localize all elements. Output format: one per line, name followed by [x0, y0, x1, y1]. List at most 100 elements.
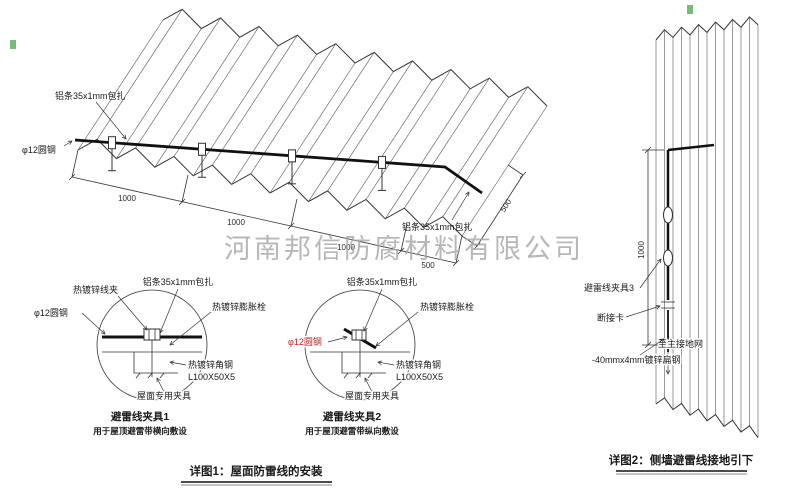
- extension-line: [461, 235, 478, 247]
- wire-top-run: [667, 143, 715, 152]
- strip-label: 铝条35x1mm包扎: [143, 276, 214, 287]
- fixture-label: 屋面专用夹具: [137, 390, 191, 401]
- roof-ridge-line: [192, 45, 279, 176]
- wall-top-edge: [655, 16, 759, 41]
- dim-tick: [452, 259, 460, 267]
- roof-wire-clamps: [108, 136, 386, 191]
- dim-tick: [519, 171, 527, 179]
- bolt-label: 热镀锌膨胀栓: [420, 301, 474, 312]
- hatch-line: [367, 372, 373, 379]
- leader-line: [157, 378, 165, 393]
- extension-line: [455, 235, 463, 264]
- roof-ridge-line: [461, 105, 548, 237]
- roof-dimension-chain: 1000 1000 1000 500: [68, 149, 463, 270]
- extension-line: [181, 174, 189, 203]
- dim-text: 1000: [337, 243, 355, 252]
- dim-tick: [644, 146, 652, 154]
- wall-labels: 避雷线夹具3 断接卡 至主接地网 -40mmx4mm镀锌扁钢: [583, 259, 705, 367]
- dimension-line: [476, 174, 524, 247]
- strip-label: 铝条35x1mm包扎: [347, 276, 418, 287]
- roof-labels: 铝条35x1mm包扎 φ12圆钢 铝条35x1mm包扎: [22, 90, 473, 232]
- strip-label: 铝条35x1mm包扎: [402, 221, 473, 232]
- leader-line: [81, 312, 105, 334]
- detail-circle: [96, 289, 208, 401]
- angle-size-label: L100X50X5: [188, 372, 235, 382]
- wire-clamp: [288, 149, 296, 163]
- caption-detail2: 详图2：侧墙避雷线接地引下: [609, 453, 754, 475]
- dim-text: 1000: [227, 218, 245, 227]
- flat-steel-label: -40mmx4mm镀锌扁钢: [592, 354, 681, 365]
- detail2-caption: 详图2：侧墙避雷线接地引下: [609, 453, 754, 467]
- clamp2-title: 避雷线夹具2: [322, 410, 381, 423]
- leader-line: [625, 306, 660, 318]
- wire-clamp: [378, 155, 386, 169]
- roof-ridge-line: [135, 17, 221, 149]
- dim-tick: [473, 242, 481, 250]
- roof-ridge-line: [365, 69, 452, 200]
- wire-clip-label: 热镀锌线夹: [73, 284, 118, 295]
- to-ground-label: 至主接地网: [658, 338, 703, 349]
- wall-dimension: 1000: [636, 146, 664, 349]
- extension-line: [400, 223, 408, 252]
- roof-ridge-line: [269, 62, 356, 194]
- hatch-line: [135, 372, 141, 379]
- leader-line: [95, 101, 126, 139]
- leader-line: [639, 259, 661, 289]
- leader-line: [117, 295, 147, 330]
- detail2-wall-view: 1000 避雷线夹具3 断接卡 至主接地网 -40mmx4mm镀锌扁钢: [583, 16, 759, 438]
- leader-line: [63, 141, 72, 147]
- hatch-line: [147, 372, 153, 379]
- leader-line: [364, 288, 383, 331]
- dim-text: 500: [421, 261, 435, 270]
- wall-clamp: [663, 206, 673, 224]
- wire-clip: [143, 328, 161, 341]
- hatch-line: [159, 372, 165, 379]
- angle-steel: [133, 352, 178, 374]
- roof-ridge-line: [308, 71, 394, 202]
- round-steel-label: φ12圆钢: [34, 307, 68, 318]
- leader-line: [170, 362, 187, 366]
- angle-steel: [341, 352, 386, 374]
- watermark-text: 河南邦信防腐材料有限公司: [224, 234, 584, 264]
- roof-ridge-line: [384, 88, 471, 219]
- leader-line: [170, 311, 212, 345]
- dim-tick: [397, 247, 405, 255]
- roof-ridge-line: [250, 43, 337, 174]
- roof-ridge-line: [96, 9, 183, 140]
- detail1-caption: 详图1：屋面防雷线的安装: [190, 464, 323, 478]
- dim-text: 1000: [637, 241, 646, 259]
- dim-text: 500: [498, 197, 513, 214]
- wall-clamp: [663, 249, 673, 267]
- roof-back-edge: [162, 8, 548, 107]
- angle-size-label: L100X50X5: [396, 372, 443, 382]
- wire-clip: [351, 329, 367, 341]
- dim-tick: [644, 341, 652, 349]
- angle-label: 热镀锌角钢: [396, 359, 441, 370]
- wire-clamp: [198, 142, 206, 156]
- extension-line: [290, 198, 298, 227]
- roof-ridge-line: [77, 19, 164, 151]
- clamp1-subtitle: 用于屋顶避雷带横向敷设: [92, 426, 187, 436]
- roof-ridge-line: [346, 80, 433, 211]
- roof-ridge-line: [116, 28, 202, 159]
- detail1-roof-view: 1000 1000 1000 500 500 铝条35x1mm包扎 φ12圆钢 …: [22, 8, 548, 270]
- roof-ridge-line: [404, 77, 490, 209]
- roof-ridge-line: [173, 26, 260, 157]
- detail1-clamp2: 铝条35x1mm包扎 热镀锌膨胀栓 φ12圆钢 热镀锌角钢 L100X50X5 …: [287, 276, 475, 436]
- fixture-label: 屋面专用夹具: [345, 390, 399, 401]
- roof-ridge-line: [423, 97, 509, 228]
- corrugated-roof-sheet: [77, 8, 548, 237]
- leader-line: [160, 288, 179, 333]
- detail-circle: [304, 289, 416, 401]
- extension-line: [71, 149, 79, 178]
- dim-tick: [68, 173, 76, 181]
- extension-line: [507, 164, 524, 176]
- roof-ridge-line: [212, 34, 298, 166]
- scan-artifact-mark: [10, 40, 16, 49]
- leader-line: [376, 311, 419, 346]
- angle-label: 热镀锌角钢: [188, 359, 233, 370]
- roof-ridge-line: [231, 54, 317, 185]
- corrugated-wall-sheet: [655, 16, 759, 438]
